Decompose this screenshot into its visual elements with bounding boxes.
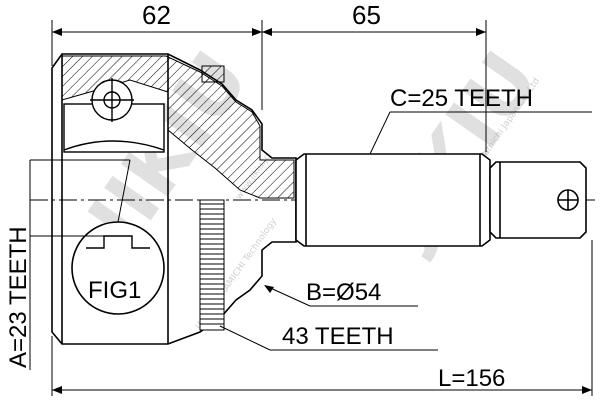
dim-top-right: 65: [352, 0, 381, 30]
fig1-leader: [117, 159, 131, 223]
fig1-label: FIG1: [88, 277, 141, 304]
ball-cage: [63, 78, 165, 153]
label-seal-diameter: B=Ø54: [306, 279, 381, 306]
leader-c: [369, 111, 391, 155]
dimension-lines: [29, 20, 593, 396]
label-spline-c: C=25 TEETH: [390, 85, 533, 112]
shaft: [295, 153, 587, 247]
section-hatch-upper: [61, 55, 295, 199]
leader-abs: [219, 325, 271, 351]
abs-ring-teeth: [200, 203, 224, 325]
label-abs-teeth: 43 TEETH: [282, 323, 394, 350]
leader-b: [265, 285, 311, 307]
dim-top-left: 62: [142, 0, 171, 30]
dim-overall-length: L=156: [438, 365, 505, 392]
label-spline-a: A=23 TEETH: [5, 226, 32, 368]
dimension-arrows: [52, 28, 592, 394]
leader-b-arrow: [264, 285, 274, 293]
top-flat: [201, 65, 225, 83]
abs-ring: [199, 199, 225, 331]
